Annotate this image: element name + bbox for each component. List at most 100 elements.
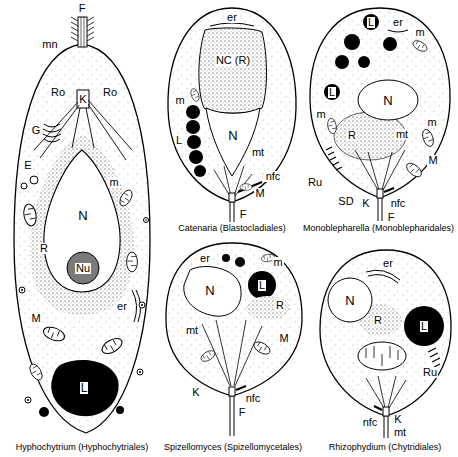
nucleus [44,150,120,292]
microtubules [366,376,406,408]
golgi [43,124,61,142]
cell-outline [168,8,296,202]
ribosome-region [30,135,134,315]
part-label: er [382,258,394,269]
part-label: E [23,160,32,171]
nucleus [184,266,241,316]
part-label: K [78,94,87,105]
mitochondrion [127,252,138,272]
part-label: L [328,87,336,98]
nonflagellated-centriole [236,386,246,390]
part-label: NC (R) [215,55,251,66]
species-caption: Rhizophydium (Chytridiales) [328,443,443,452]
part-label: Ru [422,367,438,378]
rumposome [428,348,440,367]
flagellum [78,17,87,47]
part-label: F [238,407,247,418]
species-caption: Catenaria (Blastocladiales) [177,224,287,233]
part-label: K [361,198,370,209]
part-label: R [373,315,383,326]
part-label: L [258,280,266,291]
part-label: er [226,12,238,23]
part-label: m [315,109,326,120]
part-label: L [80,382,89,394]
part-label: nfc [362,417,379,428]
part-label: Ru [307,177,323,188]
endoplasmic-reticulum [366,270,400,283]
part-label: K [191,387,200,398]
part-label: L [175,135,183,146]
part-label: N [382,94,393,107]
nucleolus [67,252,99,284]
kinetosome [383,407,389,416]
mitochondrion [189,88,200,103]
part-label: mn [41,39,58,50]
ribosome-region [246,296,290,320]
part-label: L [420,321,428,332]
cell-outline [320,250,451,416]
lipid-globule [39,407,49,417]
rhizophydium-cell [320,250,451,438]
rumposome [326,147,342,170]
part-label: M [278,333,289,344]
flagellum [378,198,382,221]
part-label: m [108,177,119,188]
nucleus [206,108,260,176]
part-label: SD [337,196,354,207]
part-label: N [204,284,215,297]
mitochondrion [199,349,217,364]
lipid-globule [116,406,124,414]
part-label: Ro [102,87,118,98]
part-label: K [393,414,402,425]
part-label: R [347,130,357,141]
part-label: R [275,300,285,311]
part-label: m [272,257,283,268]
species-caption: Hyphochytrium (Hyphochytriales) [15,443,150,452]
nucleus [358,80,418,120]
part-label: nfc [245,393,262,404]
part-label: m [414,27,425,38]
species-caption: Monoblepharella (Monoblepharidales) [302,224,455,233]
monoblepharella-cell [310,8,450,221]
part-label: m [174,95,185,106]
part-label: L [367,17,375,28]
hyphochytrium-cell [14,17,150,433]
cell-outline [14,44,150,433]
lipid-globule [248,271,276,299]
mastigonemes [71,17,94,41]
part-label: nfc [265,171,282,182]
part-label: er [392,17,404,28]
axoneme [81,17,84,47]
vesicle [30,176,38,184]
part-label: Nu [75,263,91,274]
cell-outline [310,8,450,198]
part-label: R [39,243,49,254]
mitochondrion [327,118,338,135]
part-label: er [116,301,128,312]
part-label: M [30,313,41,324]
rootlets [34,100,132,160]
mitochondrion [42,325,67,344]
mitochondrion [240,184,252,191]
endoplasmic-reticulum [210,23,254,26]
lipid-globule [51,360,118,416]
mitochondrion [99,335,124,356]
part-label: N [344,294,355,307]
microtubules [214,166,252,196]
flagellum [384,416,388,438]
part-label: M [254,188,265,199]
mitochondrion [22,203,38,227]
mitochondrion [27,362,44,382]
lipid-globule [222,254,230,262]
kinetosome [229,387,235,396]
species-caption: Spizellomyces (Spizellomycetales) [163,443,303,452]
mitochondrion [252,339,272,356]
mitochondrion [411,39,429,54]
endoplasmic-reticulum [388,30,408,32]
lipid-globules [324,14,397,100]
part-label: mt [251,147,265,158]
part-label: mt [393,427,407,438]
flagellum [230,202,234,222]
part-label: Ro [50,87,66,98]
